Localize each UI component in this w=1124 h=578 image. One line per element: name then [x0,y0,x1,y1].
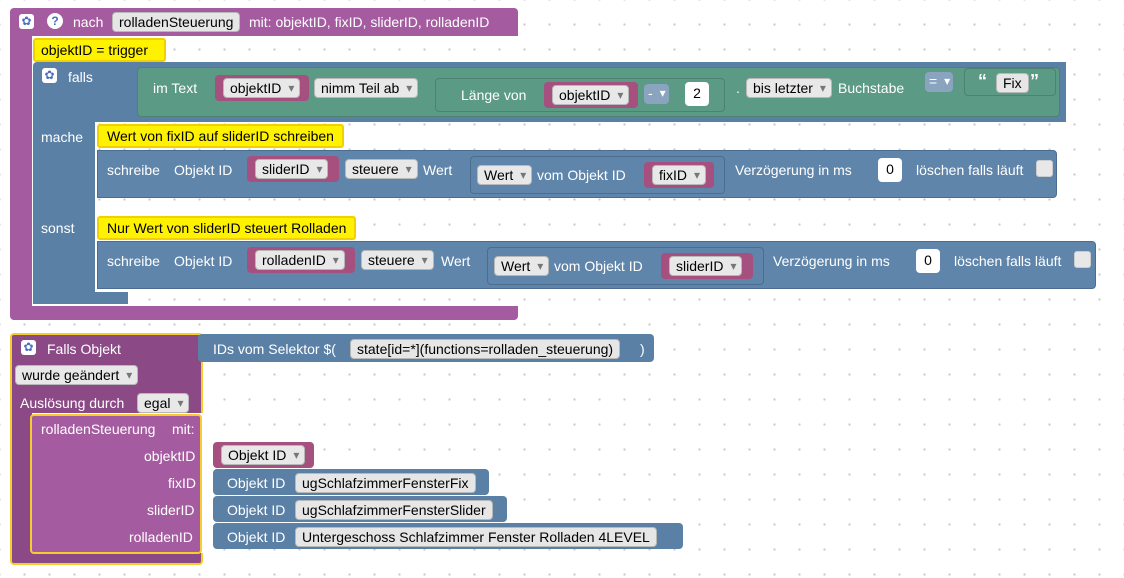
arg3-object-id: Objekt ID [227,502,286,518]
comment-fix-to-slider[interactable]: Wert von fixID auf sliderID schreiben [97,124,344,148]
selector-field[interactable]: state[id=*](functions=rolladen_steuerung… [350,339,621,359]
arg4-field[interactable]: Untergeschoss Schlafzimmer Fenster Rolla… [295,527,657,547]
comment-slider-controls[interactable]: Nur Wert von sliderID steuert Rolladen [97,216,357,240]
call-block[interactable] [30,414,202,554]
fixid-dropdown[interactable]: fixID [652,165,706,185]
assign-block[interactable] [33,38,166,62]
changed-dropdown[interactable]: wurde geändert [15,365,139,385]
write-label-2: schreibe [107,253,160,269]
arg1-chip[interactable]: Objekt ID [213,442,314,468]
delay-field-2[interactable]: 0 [916,249,940,273]
if-block-bottom [33,292,128,304]
delay-label-1: Verzögerung in ms [735,162,852,178]
objektid-var-chip[interactable]: objektID [215,75,309,101]
trigger-title: Falls Objekt [47,341,121,357]
object-id-label-1: Objekt ID [174,162,233,178]
call-name: rolladenSteuerung [41,421,156,437]
length-label: Länge von [461,87,527,103]
sliderid-var-chip-2[interactable]: sliderID [661,253,753,279]
gear-icon[interactable]: ✿ [42,68,57,83]
do-label: mache [41,129,84,145]
dot-label: . [736,80,740,96]
clear-running-checkbox-1[interactable] [1036,160,1053,177]
function-prefix: nach [73,14,104,30]
from-object-id-label-1: vom Objekt ID [537,167,626,183]
selector-suffix: ) [640,341,645,357]
value-dropdown-1[interactable]: Wert [477,165,533,185]
function-block[interactable] [10,8,518,36]
minus-dropdown[interactable]: - [644,84,669,104]
trigger-block-left-bar [10,413,32,553]
arg3-field[interactable]: ugSchlafzimmerFensterSlider [295,500,493,520]
quote-open: “ [978,71,987,91]
clear-running-checkbox-2[interactable] [1074,251,1091,268]
control-dropdown-2[interactable]: steuere [361,250,434,270]
function-block-bottom [10,306,518,320]
question-icon[interactable]: ? [47,13,63,29]
sliderid-dropdown-2[interactable]: sliderID [669,256,743,276]
delay-label-2: Verzögerung in ms [773,253,890,269]
gear-icon[interactable]: ✿ [21,340,36,355]
object-id-label-2: Objekt ID [174,253,233,269]
clear-running-label-2: löschen falls läuft [954,253,1062,269]
value-dropdown-2[interactable]: Wert [494,256,550,276]
arg1-dropdown[interactable]: Objekt ID [221,445,306,465]
from-object-id-label-2: vom Objekt ID [554,258,643,274]
gear-icon[interactable]: ✿ [19,14,34,29]
sliderid-dropdown[interactable]: sliderID [255,159,329,179]
value-label-1: Wert [423,162,453,178]
write-label-1: schreibe [107,162,160,178]
function-name-field[interactable]: rolladenSteuerung [112,12,241,32]
assign-text: objektID = trigger [41,42,148,58]
fix-text-field[interactable]: Fix [996,73,1029,93]
equals-dropdown[interactable]: = [925,72,954,92]
arg3-label: sliderID [147,502,195,518]
value-label-2: Wert [441,253,471,269]
control-dropdown-1[interactable]: steuere [345,159,418,179]
until-last-dropdown[interactable]: bis letzter [746,78,832,98]
fixid-var-chip[interactable]: fixID [644,162,714,188]
arg2-object-id: Objekt ID [227,475,286,491]
arg4-object-id: Objekt ID [227,529,286,545]
selector-prefix: IDs vom Selektor $( [213,341,336,357]
length-objektid-dropdown[interactable]: objektID [552,85,630,105]
arg4-label: rolladenID [129,529,193,545]
call-with: mit: [172,421,195,437]
length-objektid-chip[interactable]: objektID [544,82,638,108]
if-block-left-bar [33,122,95,304]
in-text-label: im Text [153,80,198,96]
function-params: mit: objektID, fixID, sliderID, rolladen… [249,14,490,30]
quote-close: ” [1030,71,1039,91]
function-block-left-bar [10,36,32,306]
trigger-by-label: Auslösung durch [20,395,125,411]
arg2-field[interactable]: ugSchlafzimmerFensterFix [295,473,476,493]
rolladenid-var-chip[interactable]: rolladenID [247,247,355,273]
num-2-field[interactable]: 2 [685,82,709,106]
if-label: falls [68,69,93,85]
else-label: sonst [41,220,75,236]
clear-running-label-1: löschen falls läuft [916,162,1024,178]
rolladenid-dropdown[interactable]: rolladenID [255,250,345,270]
letter-label: Buchstabe [838,80,905,96]
take-part-dropdown[interactable]: nimm Teil ab [314,78,419,98]
trigger-block-bottom [10,553,203,565]
delay-field-1[interactable]: 0 [878,158,902,182]
objektid-dropdown[interactable]: objektID [223,78,301,98]
sliderid-var-chip[interactable]: sliderID [247,156,339,182]
arg1-label: objektID [144,448,196,464]
arg2-label: fixID [168,475,196,491]
trigger-any-dropdown[interactable]: egal [137,393,190,413]
